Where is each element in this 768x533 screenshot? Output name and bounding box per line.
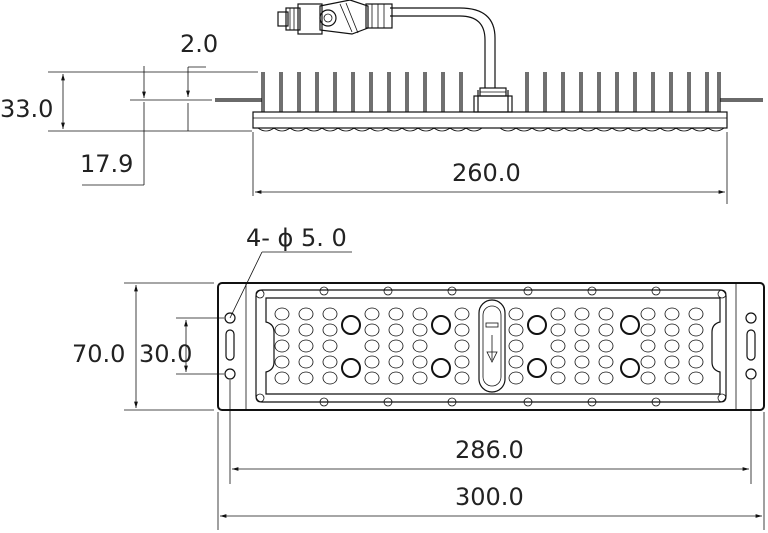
side-view: 33.0 17.9 2.0 260.0 bbox=[0, 0, 763, 204]
mounting-holes bbox=[224, 312, 757, 380]
lens-bosses bbox=[341, 315, 640, 378]
cable bbox=[390, 15, 486, 88]
heat-sink-fins bbox=[261, 72, 721, 112]
dim-30-0: 30.0 bbox=[139, 340, 192, 368]
dim-17-9: 17.9 bbox=[80, 150, 133, 178]
dim-33-0: 33.0 bbox=[0, 95, 53, 123]
dim-2-0: 2.0 bbox=[180, 30, 218, 58]
dim-70-0: 70.0 bbox=[72, 340, 125, 368]
outer-plate bbox=[217, 282, 765, 411]
cable-gland bbox=[473, 95, 513, 113]
dim-300-0: 300.0 bbox=[455, 483, 524, 511]
screws bbox=[255, 286, 727, 407]
dim-hole-spec: 4- ϕ 5. 0 bbox=[246, 224, 347, 252]
center-slot bbox=[478, 299, 506, 393]
dim-260-0: 260.0 bbox=[452, 159, 521, 187]
lens-housing bbox=[255, 289, 727, 403]
connector-plug bbox=[277, 0, 393, 35]
dim-286-0: 286.0 bbox=[455, 436, 524, 464]
lens-array bbox=[274, 307, 704, 385]
base-plate bbox=[252, 111, 728, 129]
top-view: 4- ϕ 5. 0 70.0 30.0 286.0 300.0 bbox=[72, 224, 765, 530]
